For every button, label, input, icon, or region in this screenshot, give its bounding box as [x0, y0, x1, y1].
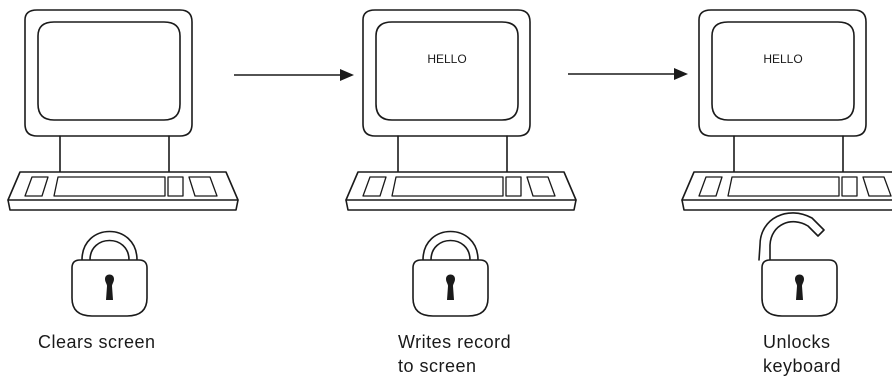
step-3: HELLO Unlocks keyboard — [681, 9, 892, 376]
screen-text: HELLO — [763, 52, 802, 66]
caption-line: Unlocks — [763, 332, 831, 352]
lock-icon — [71, 230, 148, 317]
computer-terminal-icon — [7, 9, 239, 211]
computer-terminal-icon: HELLO — [681, 9, 892, 211]
screen-text: HELLO — [427, 52, 466, 66]
arrow-2 — [567, 67, 689, 81]
step-caption: Unlocks keyboard — [763, 332, 841, 376]
step-1: Clears screen — [7, 9, 239, 352]
arrow-1 — [233, 68, 355, 82]
step-caption: Clears screen — [38, 332, 156, 352]
lock-icon — [412, 230, 489, 317]
caption-line: to screen — [398, 356, 477, 376]
caption-line: Writes record — [398, 332, 511, 352]
computer-terminal-icon: HELLO — [345, 9, 577, 211]
step-2: HELLO Writes record to screen — [345, 9, 577, 376]
caption-line: Clears screen — [38, 332, 156, 352]
unlocked-lock-icon — [758, 212, 838, 317]
caption-line: keyboard — [763, 356, 841, 376]
step-caption: Writes record to screen — [398, 332, 517, 376]
